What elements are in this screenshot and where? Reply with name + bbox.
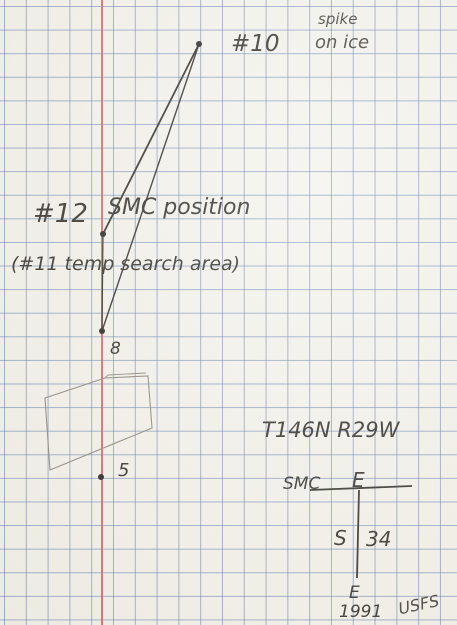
label-station-12: #12 [33,199,88,229]
note-on-ice: on ice [315,32,369,53]
label-east: E [352,468,365,492]
note-spike: spike [318,10,357,28]
label-year: 1991 [339,602,382,622]
line-10-to-12 [102,43,200,235]
line-12-to-8 [101,233,104,332]
label-township-range: T146N R29W [262,418,401,442]
label-section-s: S [334,526,347,550]
point-station-5 [98,474,104,480]
pencil-search-box [44,375,153,471]
point-station-10 [196,41,202,47]
line-10-to-8 [101,43,200,332]
label-station-10: #10 [231,31,280,57]
label-smc-position: SMC position [108,195,250,220]
label-section-34: 34 [366,527,391,551]
pencil-box-edge [104,372,147,379]
point-station-8 [99,328,105,334]
section-line-vertical [356,489,360,579]
label-agency: USFS [397,591,441,618]
label-smc: SMC [283,474,320,494]
label-station-8: 8 [110,339,121,359]
label-search-area: (#11 temp search area) [11,253,240,275]
label-bottom-e: E [349,583,360,603]
point-station-12 [100,231,106,237]
section-line-horizontal [309,485,413,491]
label-station-5: 5 [118,460,129,481]
